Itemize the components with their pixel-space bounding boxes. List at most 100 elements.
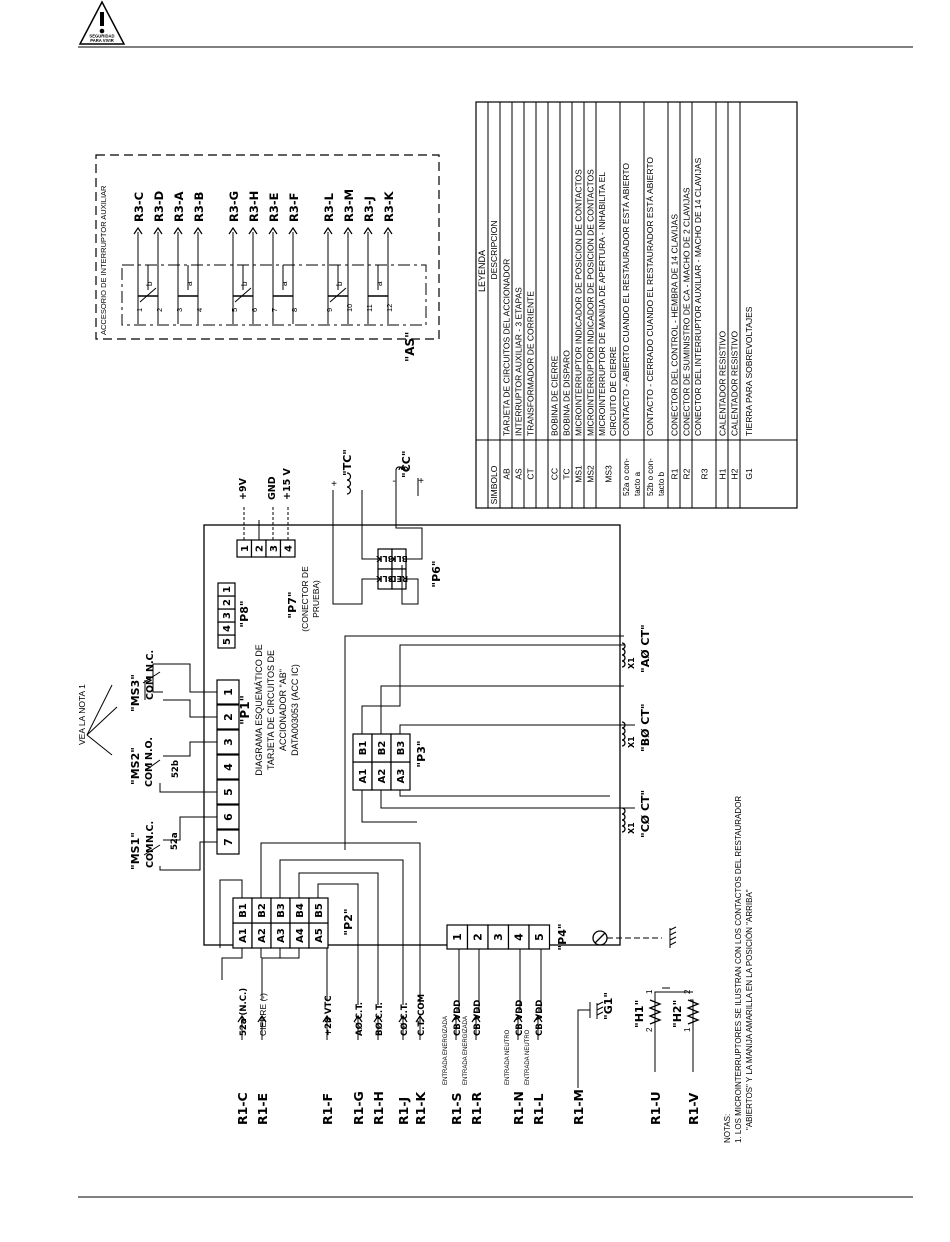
as-arrow-3 — [173, 226, 183, 235]
ms3-wire-a — [152, 663, 217, 693]
ms1-wire-a — [163, 816, 217, 841]
p1-pin-3-text: 3 — [222, 738, 235, 746]
terminal-r1-l: R1-L — [531, 1093, 546, 1125]
ms2-wire-a — [163, 741, 217, 757]
h2-resistor — [686, 999, 700, 1025]
p3-wire-b1 — [361, 644, 624, 734]
as-terminal-r3-b: R3-B — [192, 192, 206, 222]
p4-pin-5-text: 5 — [533, 933, 546, 941]
as-contact-type-4: a — [280, 281, 289, 286]
ms3-com: COM — [145, 675, 156, 700]
legend-sym-2: CT — [526, 468, 536, 479]
p1-pin-4-box — [216, 754, 240, 780]
terminal-r1-g: R1-G — [351, 1091, 366, 1125]
as-contact-num-1: 1 — [135, 308, 144, 312]
p1-pin-5-text: 5 — [222, 788, 235, 796]
ms3-nc: N.C. — [145, 650, 156, 672]
as-terminal-r3-h: R3-H — [247, 191, 261, 222]
terminal-r1-c: R1-C — [235, 1092, 250, 1125]
legend-sym-10-b: tacto b — [657, 471, 666, 496]
p2-wire-b5 — [317, 883, 359, 1005]
note-line-2: "ABIERTOS" Y LA MANIJA AMARILLA EN LA PO… — [745, 889, 754, 1130]
current-transformers: "AØ CT"X1"BØ CT"X1"CØ CT"X1 — [619, 624, 652, 838]
terminal-signal-r1-c: 52a (N.C.) — [239, 988, 249, 1036]
ms1-nc: N.C. — [145, 821, 156, 843]
as-contact-num-4: 4 — [195, 308, 204, 312]
legend-sym-1: AS — [514, 468, 524, 480]
terminal-signal-r1-j: CØ C.T. — [399, 1002, 410, 1036]
legend-sym-6: MS1 — [574, 465, 584, 483]
p6-wire-tc-a — [361, 496, 378, 560]
ms2-com: COM — [144, 762, 155, 787]
ms2-no: N.O. — [144, 737, 155, 760]
board-caption-2: TARJETA DE CIRCUITOS DE — [266, 650, 276, 770]
g1-label: "G1" — [602, 992, 615, 1020]
tc-label: "TC" — [341, 449, 354, 476]
p1-pin-6-text: 6 — [222, 813, 235, 821]
ms2-wire-b — [159, 783, 217, 793]
h1-n2: 2 — [645, 1027, 654, 1032]
legend-sym-5: TC — [562, 468, 572, 479]
logo-text-1: SEGURIDAD — [89, 34, 114, 39]
h2-label: "H2" — [671, 1000, 684, 1028]
tc-coil-turn-2 — [346, 486, 352, 495]
h2-wire — [690, 999, 694, 1072]
legend-sym-0: AB — [502, 468, 512, 480]
as-contact-num-5: 5 — [230, 308, 239, 312]
legend-desc-9: CONTACTO - ABIERTO CUANDO EL RESTAURADOR… — [621, 163, 631, 436]
as-contact-num-12: 12 — [385, 304, 394, 312]
ms1-wire-b — [159, 841, 217, 871]
p8-pin-3-text: 3 — [222, 612, 233, 619]
board-caption-4: DATA003053 (ACC IC) — [290, 664, 300, 756]
p2-pin-B5-text: B5 — [314, 903, 325, 918]
ct-turn-0-3 — [621, 660, 626, 668]
p7-pin-1-text: 1 — [240, 545, 251, 552]
as-terminal-r3-j: R3-J — [362, 196, 376, 222]
terminal-r1-h: R1-H — [371, 1091, 386, 1125]
ms1-contact: 52a — [170, 832, 180, 850]
terminal-r1-u: R1-U — [648, 1091, 663, 1125]
ct-label-2: "CØ CT" — [639, 790, 652, 838]
accessory-title: ACCESORIO DE INTERRUPTOR AUXILIAR — [99, 185, 108, 335]
legend-desc-8-b: CIRCUITO DE CIERRE — [608, 346, 618, 436]
legend-sym-13: R3 — [700, 468, 710, 479]
p1-pin-7-text: 7 — [222, 838, 235, 846]
p6-pin-3-text: BLK — [390, 554, 408, 563]
as-contact-num-7: 7 — [270, 308, 279, 312]
note-line-1: 1. LOS MICROINTERRUPTORES SE ILUSTRAN CO… — [734, 796, 743, 1143]
p4-pin-1-text: 1 — [451, 933, 464, 941]
legend-desc-16: TIERRA PARA SOBREVOLTAJES — [744, 306, 754, 436]
as-contact-type-5: b — [335, 281, 344, 286]
logo-text-2: PARA VIVIR — [90, 38, 114, 43]
cc-coil-turn-1 — [398, 466, 406, 471]
terminal-signal-r1-l: CB VDD — [535, 1000, 545, 1036]
legend-sym-8: MS3 — [604, 465, 614, 483]
p7-signal-1: GND — [267, 476, 278, 500]
as-arrow-1 — [133, 226, 143, 235]
p2-pin-A2-text: A2 — [257, 928, 268, 943]
as-contact-num-9: 9 — [325, 308, 334, 312]
ct-turn-1-2 — [621, 733, 626, 741]
p3-pin-B3-text: B3 — [396, 741, 407, 756]
legend-desc-4: BOBINA DE CIERRE — [550, 355, 560, 436]
ct-x1-2: X1 — [627, 822, 636, 834]
ms1-tag: "MS1" — [129, 832, 142, 870]
legend-sym-14: H1 — [718, 468, 728, 479]
p3-wire-b2 — [380, 685, 624, 734]
as-arrow-11 — [363, 226, 373, 235]
p4-label: "P4" — [556, 923, 569, 950]
p3-wire-common — [344, 635, 624, 850]
p8-pin-4-text: 4 — [222, 625, 233, 632]
p3-wire-a1 — [361, 790, 417, 823]
terminal-r1-m: R1-M — [571, 1089, 586, 1125]
p6-pin-2-text: BLK — [376, 574, 394, 583]
ct-x1-1: X1 — [627, 736, 636, 748]
p3-wire-a3 — [399, 790, 610, 797]
terminal-note-r1-s: ENTRADA ENERGIZADA — [443, 1016, 449, 1085]
p8-label: "P8" — [238, 600, 251, 627]
terminal-note-r1-n: ENTRADA NEUTRO — [505, 1029, 511, 1085]
legend-desc-15: CALENTADOR RESISTIVO — [730, 330, 740, 436]
p1-pin-1-text: 1 — [222, 688, 235, 696]
